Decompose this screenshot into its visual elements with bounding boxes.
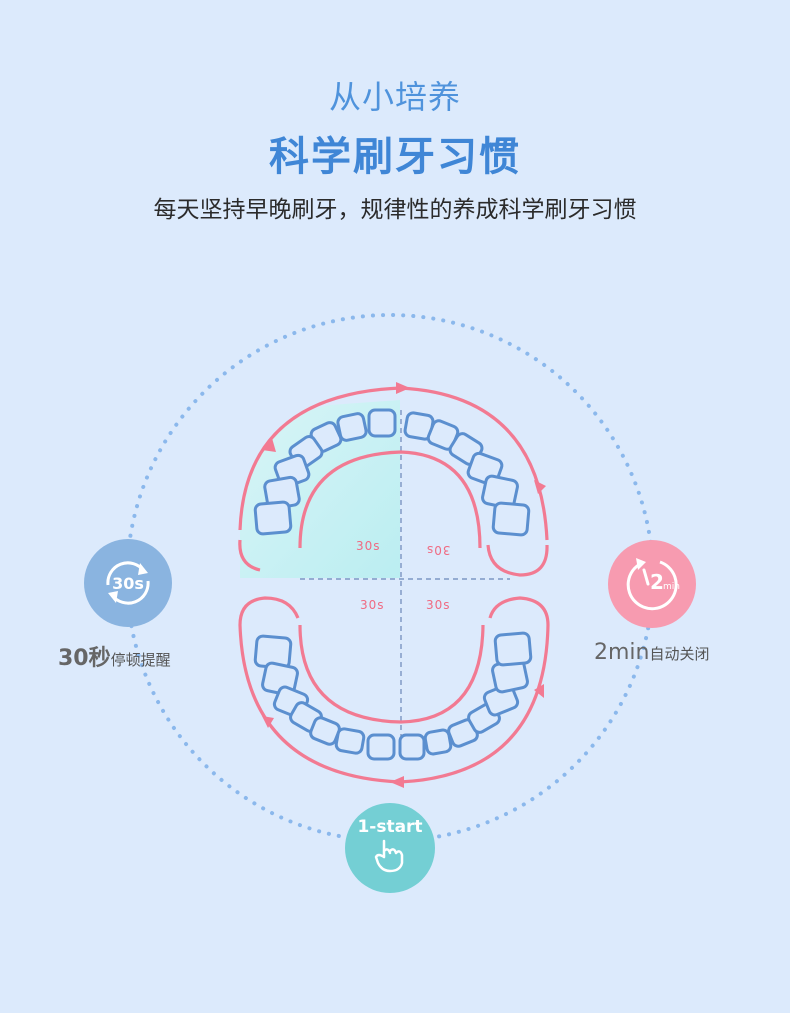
pause-reminder-label: 30秒停顿提醒 xyxy=(58,640,171,672)
lower-right-hook xyxy=(488,596,550,626)
start-button[interactable]: 1-start xyxy=(345,803,435,893)
refresh-30s-icon xyxy=(106,561,150,605)
clock-number: 2 xyxy=(650,570,664,594)
quadrant-time-text: 30s xyxy=(426,543,451,557)
arrow-head xyxy=(262,438,276,452)
start-label: 1-start xyxy=(357,817,423,837)
auto-off-badge: 2 min xyxy=(608,540,696,628)
quadrant-time-lower-left: 30s xyxy=(360,598,385,612)
arrow-head xyxy=(262,716,274,728)
clock-unit: min xyxy=(663,582,680,592)
arrow-head xyxy=(396,382,410,394)
auto-off-label-big: 2min xyxy=(594,640,650,665)
pause-icon-text: 30s xyxy=(112,573,144,593)
subtitle: 从小培养 xyxy=(328,78,461,116)
arrow-head xyxy=(534,480,546,494)
arrow-head xyxy=(390,776,404,788)
description: 每天坚持早晚刷牙，规律性的养成科学刷牙习惯 xyxy=(153,197,637,223)
pause-label-big: 30秒 xyxy=(58,646,111,671)
pause-reminder-badge: 30s xyxy=(84,539,172,627)
upper-gum-inner xyxy=(298,450,482,549)
arrow-head xyxy=(534,684,544,698)
page-title: 科学刷牙习惯 xyxy=(269,134,521,180)
auto-off-label-small: 自动关闭 xyxy=(649,645,710,663)
tap-hand-icon xyxy=(374,839,404,873)
quadrant-time-upper-right: 30s xyxy=(426,543,451,557)
lower-teeth xyxy=(253,631,533,761)
lower-left-hook xyxy=(238,596,300,626)
pause-label-small: 停顿提醒 xyxy=(110,651,171,669)
upper-left-hook xyxy=(238,539,261,572)
upper-right-hook xyxy=(486,544,549,577)
auto-off-label: 2min自动关闭 xyxy=(594,640,710,665)
clock-icon xyxy=(626,558,678,611)
lower-gum-inner xyxy=(298,624,485,724)
upper-teeth xyxy=(253,408,531,537)
quadrant-time-lower-right: 30s xyxy=(426,598,451,612)
quadrant-time-upper-left: 30s xyxy=(356,539,381,553)
